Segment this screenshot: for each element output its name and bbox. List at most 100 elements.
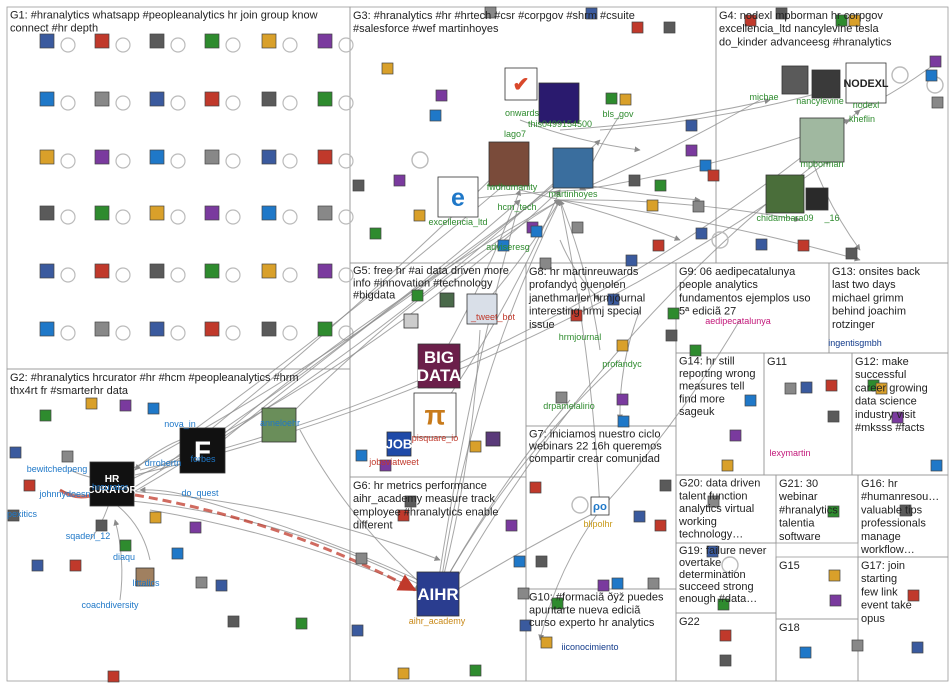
edge (559, 199, 801, 222)
self-loop (282, 325, 298, 341)
self-loop (60, 267, 76, 283)
self-loop (338, 209, 354, 225)
group-label-g10: curso experto hr analytics (529, 617, 655, 629)
avatar (552, 147, 594, 189)
node (171, 547, 184, 560)
group-label-g17: event take (861, 600, 912, 612)
logo-tile-excellencia: e (437, 176, 479, 218)
node-label-nodexl: nodexl (853, 100, 880, 110)
self-loop (170, 153, 186, 169)
node-label--tweet-bot: _tweet_bot (470, 312, 516, 322)
edge (616, 309, 641, 421)
avatar (765, 174, 805, 214)
self-loop (282, 37, 298, 53)
node (39, 33, 55, 49)
node (39, 91, 55, 107)
node (628, 174, 641, 187)
group-label-g12: successful (855, 369, 906, 381)
node (23, 479, 36, 492)
group-label-g21: software (779, 531, 821, 543)
self-loop (225, 209, 241, 225)
group-box-g1 (6, 6, 351, 370)
self-loop (338, 37, 354, 53)
node (695, 227, 708, 240)
logo-tile-text: e (451, 184, 465, 212)
node (829, 594, 842, 607)
edge (559, 199, 861, 262)
group-label-g1: connect #hr depth (10, 22, 98, 34)
logo-tile-forbes: F (179, 427, 226, 474)
node (631, 21, 644, 34)
logo-tile-text: JOB (386, 437, 413, 452)
logo-tile-text: F (194, 435, 211, 466)
node-label-this0499154500: this0499154500 (528, 119, 592, 129)
logo-tile-text: ✔ (513, 74, 530, 96)
node-label-aihr-academy: aihr_academy (409, 616, 466, 626)
group-label-g8: G8: hr martinreuwards (529, 266, 639, 278)
node (707, 169, 720, 182)
node (484, 6, 497, 19)
node (94, 149, 110, 165)
node-label-jobsviatweet: jobsviatweet (368, 457, 419, 467)
node (517, 587, 530, 600)
avatar (781, 65, 809, 95)
node (107, 670, 120, 683)
node (654, 519, 667, 532)
node (204, 321, 220, 337)
edge (113, 519, 123, 601)
node (875, 382, 888, 395)
node-label-hcm-tech: hcm_tech (497, 202, 536, 212)
group-label-g16: valuable tips (861, 504, 923, 516)
self-loop (338, 153, 354, 169)
node (555, 391, 568, 404)
node (397, 667, 410, 680)
group-label-g21: webinar (778, 491, 818, 503)
self-loop (115, 153, 131, 169)
logo-tile-text: ρο (593, 501, 607, 513)
node (616, 339, 629, 352)
node (261, 263, 277, 279)
avatar (485, 431, 501, 447)
node (625, 254, 638, 267)
group-label-g14: G14: hr still (679, 356, 735, 368)
group-label-g6: G6: hr metrics performance (353, 480, 487, 492)
edge (439, 509, 601, 601)
node (39, 263, 55, 279)
node (261, 33, 277, 49)
edge (119, 499, 431, 591)
self-loop (170, 325, 186, 341)
logo-tile-text: HR (105, 474, 120, 485)
node (397, 509, 410, 522)
logo-tile-jobsvia: JOB (386, 431, 413, 457)
edge (599, 319, 741, 511)
node (699, 159, 712, 172)
edge (519, 189, 681, 241)
node-label--16: _16 (823, 213, 839, 223)
node-label-johnnydoesn: johnnydoesn (38, 489, 90, 499)
node (800, 381, 813, 394)
avatar (403, 313, 419, 329)
node (505, 519, 518, 532)
node (369, 227, 382, 240)
edge (439, 189, 521, 361)
group-label-g13: G13: onsites back (832, 266, 921, 278)
group-label-g21: G21: 30 (779, 478, 818, 490)
node (611, 577, 624, 590)
node-label-lexymartin: lexymartin (769, 448, 810, 458)
node (848, 14, 861, 27)
node-label-anneloehr: anneloehr (260, 418, 300, 428)
node (469, 664, 482, 677)
node (119, 399, 132, 412)
group-label-g14: reporting wrong (679, 368, 755, 380)
group-label-g5: #bigdata (353, 290, 396, 302)
node (69, 559, 82, 572)
logo-tile-text: BIG (424, 348, 454, 367)
node-label-pisquare-io: pisquare_io (412, 433, 459, 443)
avatar (488, 141, 530, 187)
node (797, 239, 810, 252)
group-label-g19: determination (679, 569, 746, 581)
group-box-g2 (6, 368, 351, 682)
group-box-g21 (775, 474, 859, 544)
self-loop (282, 209, 298, 225)
